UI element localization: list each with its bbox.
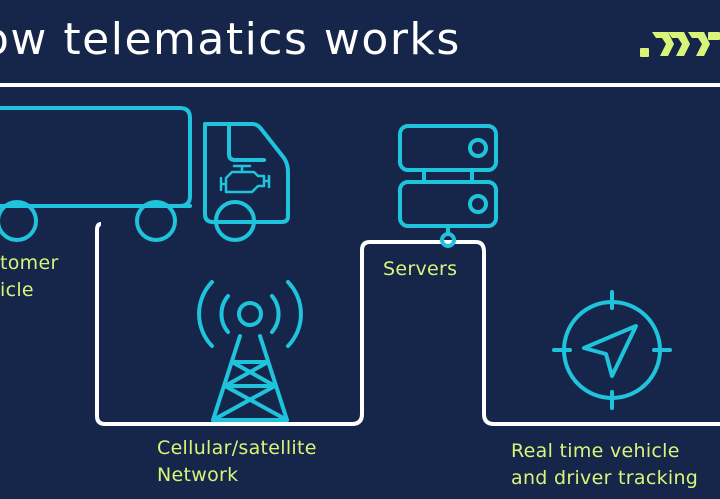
vehicle-label: tomer icle [0,250,59,304]
network-label-line2: Network [157,464,239,486]
server-icon [398,124,498,248]
vehicle-label-line1: tomer [0,252,59,274]
truck-icon [0,106,290,242]
connector-line [95,222,720,426]
network-label: Cellular/satellite Network [157,435,317,489]
tracking-label-line2: and driver tracking [511,467,699,489]
cell-tower-icon [197,280,303,422]
brand-logo-icon [638,22,720,66]
servers-label: Servers [383,256,457,283]
navigation-compass-icon [552,290,672,410]
engine-icon [219,164,271,194]
servers-label-text: Servers [383,258,458,280]
vehicle-label-line2: icle [0,279,34,301]
tracking-label-line1: Real time vehicle [511,440,680,462]
tracking-label: Real time vehicle and driver tracking [511,438,698,492]
page-title: ow telematics works [0,14,461,65]
network-label-line1: Cellular/satellite [157,437,317,459]
